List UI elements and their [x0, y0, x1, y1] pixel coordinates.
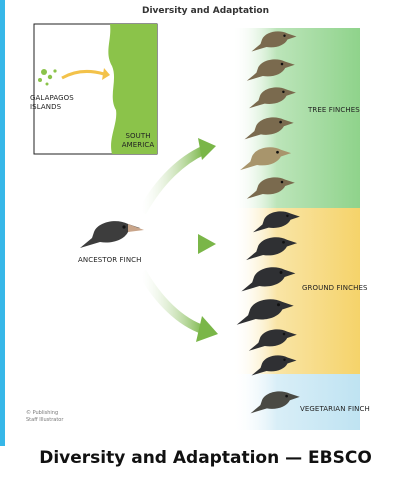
galapagos-islands-label: GALAPAGOS ISLANDS	[30, 94, 74, 111]
galapagos-islands-dots	[38, 69, 57, 86]
tree-finches-label: TREE FINCHES	[308, 106, 360, 114]
evolution-arrows	[138, 138, 218, 342]
migration-arrow	[61, 69, 105, 80]
diagram-title: Diversity and Adaptation	[141, 6, 270, 16]
vegetarian-finch-band	[232, 374, 360, 430]
illustration-credit: © Publishing Staff Illustrator	[26, 410, 64, 423]
ancestor-finch-label: ANCESTOR FINCH	[78, 256, 142, 264]
galapagos-map	[33, 23, 158, 155]
migration-arrowhead	[102, 68, 110, 80]
vegetarian-finch-label: VEGETARIAN FINCH	[300, 405, 370, 413]
tree-finch-band	[232, 28, 360, 208]
diagram-graphics	[33, 23, 360, 430]
south-america-label: SOUTH AMERICA	[121, 132, 155, 149]
ground-finch-band	[232, 208, 360, 374]
image-caption: Diversity and Adaptation — EBSCO	[39, 448, 372, 468]
south-america-landmass	[108, 24, 157, 154]
ancestor-finch-bird	[80, 221, 144, 248]
ground-finches-label: GROUND FINCHES	[302, 284, 368, 292]
left-accent-stripe	[0, 0, 5, 446]
